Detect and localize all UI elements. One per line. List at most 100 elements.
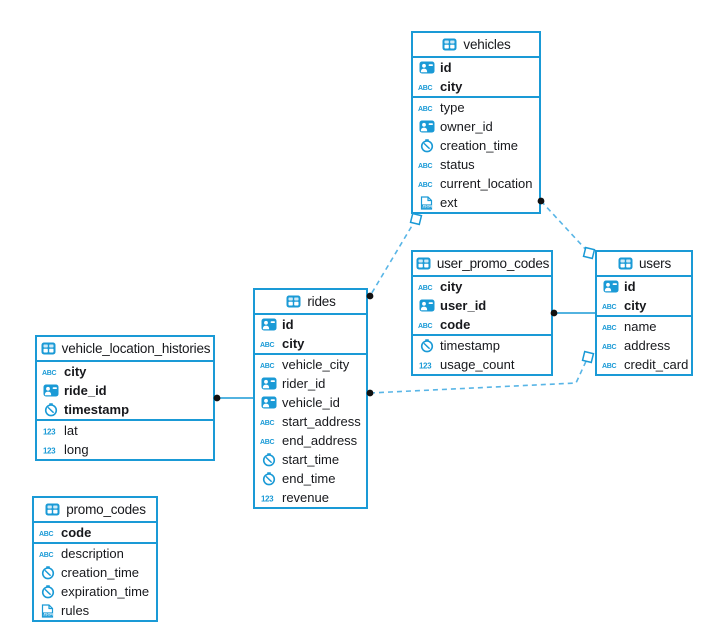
table-icon — [40, 342, 57, 356]
column-row[interactable]: creation_time — [413, 136, 539, 155]
table-icon — [44, 503, 61, 517]
table-header[interactable]: vehicles — [413, 33, 539, 58]
column-row[interactable]: ride_id — [37, 381, 213, 400]
column-name: current_location — [440, 176, 533, 191]
column-name: expiration_time — [61, 584, 150, 599]
column-row[interactable]: end_time — [255, 469, 366, 488]
table-icon — [617, 257, 634, 271]
column-row[interactable]: owner_id — [413, 117, 539, 136]
json-type-icon: JSON — [39, 603, 56, 618]
table-header[interactable]: users — [597, 252, 691, 277]
table-header[interactable]: rides — [255, 290, 366, 315]
column-row[interactable]: start_time — [255, 450, 366, 469]
column-row[interactable]: ABC city — [413, 77, 539, 96]
column-name: city — [440, 79, 463, 94]
column-name: start_time — [282, 452, 340, 467]
table-name: promo_codes — [66, 502, 146, 517]
time-type-icon — [39, 584, 56, 599]
svg-text:JSON: JSON — [43, 612, 53, 616]
svg-text:ABC: ABC — [418, 85, 433, 92]
table-header[interactable]: promo_codes — [34, 498, 156, 523]
number-type-icon: 123 — [260, 491, 277, 505]
time-type-icon — [418, 138, 435, 153]
svg-text:123: 123 — [419, 361, 432, 370]
id-type-icon — [418, 61, 435, 75]
table-icon — [441, 38, 458, 52]
relation-line — [540, 200, 590, 254]
table-name: users — [638, 256, 671, 271]
column-row[interactable]: id — [413, 58, 539, 77]
id-type-icon — [42, 384, 59, 398]
time-type-icon — [260, 452, 277, 467]
text-type-icon: ABC — [260, 337, 277, 351]
relation-square-endpoint — [582, 246, 596, 260]
column-row[interactable]: rider_id — [255, 374, 366, 393]
text-type-icon: ABC — [418, 80, 435, 94]
relation-square-endpoint — [409, 212, 423, 226]
table-header[interactable]: vehicle_location_histories — [37, 337, 213, 362]
svg-text:ABC: ABC — [418, 323, 433, 330]
relation-line — [369, 218, 417, 297]
column-row[interactable]: vehicle_id — [255, 393, 366, 412]
column-row[interactable]: expiration_time — [34, 582, 156, 601]
column-name: city — [624, 298, 647, 313]
svg-text:ABC: ABC — [260, 439, 275, 446]
column-row[interactable]: 123 revenue — [255, 488, 366, 507]
id-type-icon — [418, 120, 435, 134]
table-name: rides — [307, 294, 336, 309]
column-row[interactable]: user_id — [413, 296, 551, 315]
column-name: creation_time — [61, 565, 140, 580]
svg-text:ABC: ABC — [260, 363, 275, 370]
column-row[interactable]: id — [255, 315, 366, 334]
table-header[interactable]: user_promo_codes — [413, 252, 551, 277]
id-type-icon — [260, 377, 277, 391]
column-name: long — [64, 442, 89, 457]
relation-user_promo_codes-to-users[interactable] — [550, 309, 595, 317]
column-name: revenue — [282, 490, 329, 505]
column-name: timestamp — [440, 338, 500, 353]
svg-text:ABC: ABC — [602, 363, 617, 370]
svg-text:ABC: ABC — [39, 531, 54, 538]
column-name: name — [624, 319, 657, 334]
relation-vehicle_location_histories-to-rides[interactable] — [213, 394, 253, 402]
time-type-icon — [39, 565, 56, 580]
text-type-icon: ABC — [418, 280, 435, 294]
column-row[interactable]: id — [597, 277, 691, 296]
column-row[interactable]: timestamp — [37, 400, 213, 419]
column-name: user_id — [440, 298, 487, 313]
column-row[interactable]: creation_time — [34, 563, 156, 582]
id-type-icon — [260, 396, 277, 410]
column-row[interactable]: timestamp — [413, 336, 551, 355]
